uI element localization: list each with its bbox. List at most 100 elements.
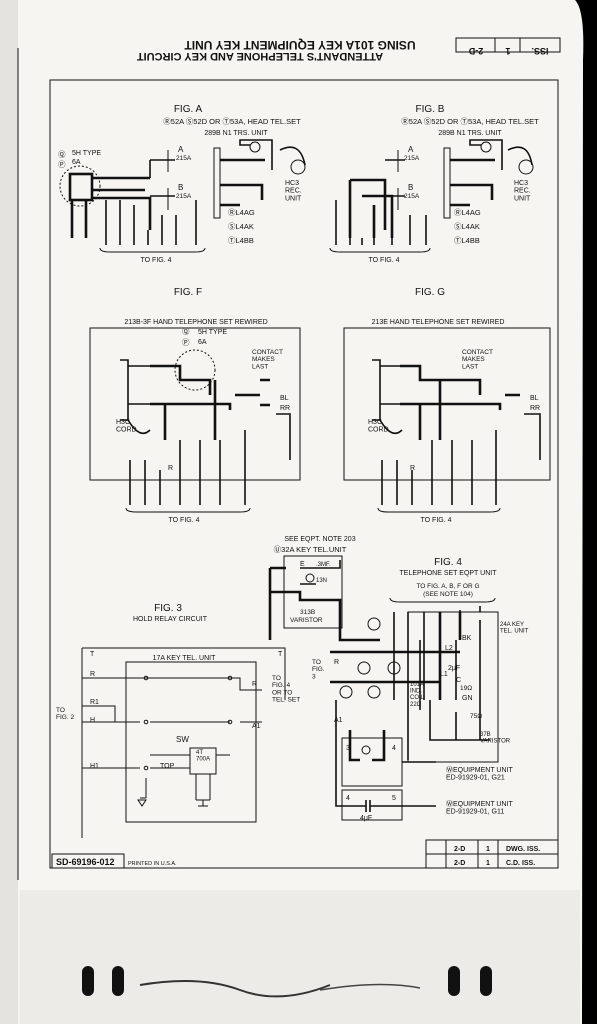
fig-f-tofig: TO FIG. 4 [169, 517, 200, 524]
fig-a-unit: 289B N1 TRS. UNIT [204, 130, 268, 137]
fig-4-l2: L2 [445, 645, 453, 652]
fig-f-bl: BL [280, 395, 289, 402]
footer-row1-code: 2-D [454, 860, 465, 867]
fig-a-subtitle: Ⓡ52A Ⓢ52D OR Ⓣ53A, HEAD TEL.SET [163, 117, 301, 126]
fig-b-unit: 289B N1 TRS. UNIT [438, 130, 502, 137]
fig-g-title: FIG. G [415, 287, 445, 298]
fig-4-r: R [334, 659, 339, 666]
fig-4-cap: 2μF [448, 665, 460, 672]
fig-b: FIG. B Ⓡ52A Ⓢ52D OR Ⓣ53A, HEAD TEL.SET 2… [329, 104, 539, 264]
footer-row0-label: DWG. ISS. [506, 846, 540, 853]
fig-f-typenum: 6A [198, 339, 207, 346]
fig-4-term2: 4 [392, 745, 396, 752]
fig-3-h: H [90, 717, 95, 724]
drawing-border [49, 79, 559, 869]
fig-4: SEE EQPT. NOTE 203 Ⓤ32A KEY TEL.UNIT E .… [268, 536, 529, 822]
fig-3-title: FIG. 3 [154, 603, 182, 614]
fig-b-title: FIG. B [416, 104, 445, 115]
fig-b-a-code: 215A [404, 155, 420, 162]
fig-f-title: FIG. F [174, 287, 202, 298]
fig-b-b: B [408, 183, 413, 192]
fig-a-s: ⓈL4AK [228, 222, 254, 231]
footer-row1-label: C.D. ISS. [506, 860, 535, 867]
fig-4-varistor-num: 313B [300, 609, 315, 616]
fig-4-term3: 4 [346, 795, 350, 802]
fig-3: FIG. 3 HOLD RELAY CIRCUIT T T 17A KEY TE… [56, 603, 300, 838]
mirror-line2: ATTENDANT'S TELEPHONE AND KEY CIRCUIT [137, 50, 384, 62]
fig-3-r-right: R [252, 681, 257, 688]
back-smudge [20, 890, 580, 1024]
fig-a-title: FIG. A [174, 104, 203, 115]
printed-in-usa: PRINTED IN U.S.A. [128, 861, 177, 867]
drawing-number: SD-69196-012 [56, 857, 115, 867]
fig-3-key-unit: 17A KEY TEL. UNIT [153, 655, 216, 662]
fig-f-rr: RR [280, 405, 290, 412]
fig-b-a: A [408, 145, 414, 154]
fig-4-bk: BK [462, 635, 472, 642]
paper-page [0, 0, 584, 1024]
fig-4-c: C [456, 677, 461, 684]
fig-a: FIG. A Ⓡ52A Ⓢ52D OR Ⓣ53A, HEAD TEL.SET 2… [58, 104, 306, 264]
fig-a-q: Ⓠ [58, 150, 66, 159]
fig-4-term1: 3 [346, 745, 350, 752]
fig-4-res2: 75Ω [470, 713, 482, 720]
iss-label: ISS. [531, 46, 548, 56]
fig-3-a1-right: A1 [252, 723, 261, 730]
fig-g-box-title: 213E HAND TELEPHONE SET REWIRED [372, 319, 505, 326]
fig-b-tofig: TO FIG. 4 [369, 257, 400, 264]
fig-4-cap2: 4μF [360, 815, 372, 822]
fig-a-typenum: 6A [72, 159, 81, 166]
fig-4-a1: A1 [334, 717, 343, 724]
fig-b-t: ⓉL4BB [454, 236, 480, 245]
fig-4-title: FIG. 4 [434, 557, 462, 568]
fig-a-b-code: 215A [176, 193, 192, 200]
fig-g-tofig: TO FIG. 4 [421, 517, 452, 524]
binding-holes [82, 966, 492, 998]
footer-row0-code: 2-D [454, 846, 465, 853]
fig-4-res1: 19Ω [460, 685, 472, 692]
fig-3-subtitle: HOLD RELAY CIRCUIT [133, 616, 208, 623]
fig-a-type: 5H TYPE [72, 150, 101, 157]
fig-a-r: ⓇL4AG [228, 208, 255, 217]
binding-strip [0, 0, 18, 1024]
mirrored-header: USING 101A KEY EQUIPMENT KEY UNIT ATTEND… [137, 37, 561, 62]
fig-4-to-fig: TO FIG. A, B, F OR G [416, 583, 479, 590]
fig-3-r: R [90, 671, 95, 678]
fig-4-l1: L1 [440, 671, 448, 678]
fig-f-p: Ⓟ [182, 338, 190, 347]
fig-f-q: Ⓠ [182, 327, 190, 336]
fig-a-t: ⓉL4BB [228, 236, 254, 245]
fig-f-type: 5H TYPE [198, 329, 227, 336]
fig-4-gn: GN [462, 695, 473, 702]
fig-a-a: A [178, 145, 184, 154]
fig-g-rr: RR [530, 405, 540, 412]
fig-f-box-title: 213B-3F HAND TELEPHONE SET REWIRED [124, 319, 267, 326]
fig-4-note-top: SEE EQPT. NOTE 203 [284, 536, 355, 543]
fig-b-r: ⓇL4AG [454, 208, 481, 217]
fig-b-s: ⓈL4AK [454, 222, 480, 231]
fig-f: FIG. F 213B-3F HAND TELEPHONE SET REWIRE… [89, 287, 301, 524]
mirror-line1: USING 101A KEY EQUIPMENT KEY UNIT [184, 38, 416, 52]
fig-a-p: Ⓟ [58, 160, 66, 169]
iss-num: 1 [505, 46, 510, 56]
fig-4-e: E [300, 561, 305, 568]
fig-3-h1: H1 [90, 763, 99, 770]
fig-g: FIG. G 213E HAND TELEPHONE SET REWIRED C… [343, 287, 551, 524]
fig-b-subtitle: Ⓡ52A Ⓢ52D OR Ⓣ53A, HEAD TEL.SET [401, 117, 539, 126]
footer-row0-num: 1 [486, 846, 490, 853]
fig-4-see-note: (SEE NOTE 104) [423, 591, 473, 598]
iss-code: 2-D [468, 46, 483, 56]
fig-3-sw: SW [176, 735, 189, 744]
